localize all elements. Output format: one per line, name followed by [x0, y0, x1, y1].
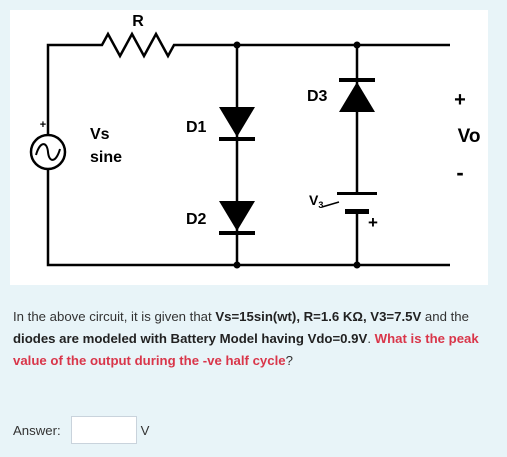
question-intro: In the above circuit, it is given that [13, 309, 216, 324]
source-sublabel: sine [90, 149, 122, 166]
junction-bottom-v3 [353, 261, 361, 269]
battery-label-leader [321, 201, 340, 208]
diode-d1-icon [219, 107, 255, 137]
diode-d1-bar [219, 137, 255, 141]
wire-top-left [46, 43, 92, 135]
question-text: In the above circuit, it is given that V… [13, 306, 499, 372]
junction-top-d3 [353, 41, 361, 49]
diode-d3-bar [339, 78, 375, 82]
output-minus-sign: - [456, 160, 463, 185]
answer-row: Answer: V [13, 414, 149, 446]
resistor-label: R [132, 13, 144, 30]
question-given-values: Vs=15sin(wt), R=1.6 KΩ, V3=7.5V [215, 309, 422, 324]
diode-d2-icon [219, 201, 255, 231]
answer-input[interactable] [70, 416, 137, 444]
battery-plus-sign: + [368, 213, 378, 232]
source-plus-sign: + [40, 119, 46, 131]
battery-plate-short [345, 209, 369, 214]
output-plus-sign: + [454, 89, 466, 111]
wire-bottom [46, 169, 450, 267]
battery-plate-long [337, 192, 377, 195]
question-and: and the [421, 309, 469, 324]
battery-label: V3 [309, 192, 323, 210]
circuit-diagram: R + Vs sine D1 D2 D3 V3 + + Vo - [10, 10, 488, 285]
voltage-source-icon [29, 133, 67, 171]
sine-wave-icon [35, 143, 61, 161]
circuit-background [10, 10, 488, 285]
source-label: Vs [90, 126, 110, 143]
diode-d3-label: D3 [307, 88, 328, 105]
answer-label: Answer: [13, 422, 61, 438]
diode-d1-label: D1 [186, 119, 207, 136]
question-mark: ? [285, 353, 293, 368]
answer-unit: V [140, 422, 150, 438]
diode-d2-label: D2 [186, 211, 207, 228]
output-label: Vo [458, 126, 481, 147]
question-diode-model: diodes are modeled with Battery Model ha… [13, 331, 368, 346]
question-ask: What is the peak value of the output dur… [13, 331, 479, 368]
diode-d2-bar [219, 231, 255, 235]
junction-top-d1 [233, 41, 241, 49]
question-period: . [367, 331, 375, 346]
diode-d3-icon [339, 82, 375, 112]
resistor-r [92, 31, 184, 59]
junction-bottom-d2 [233, 261, 241, 269]
